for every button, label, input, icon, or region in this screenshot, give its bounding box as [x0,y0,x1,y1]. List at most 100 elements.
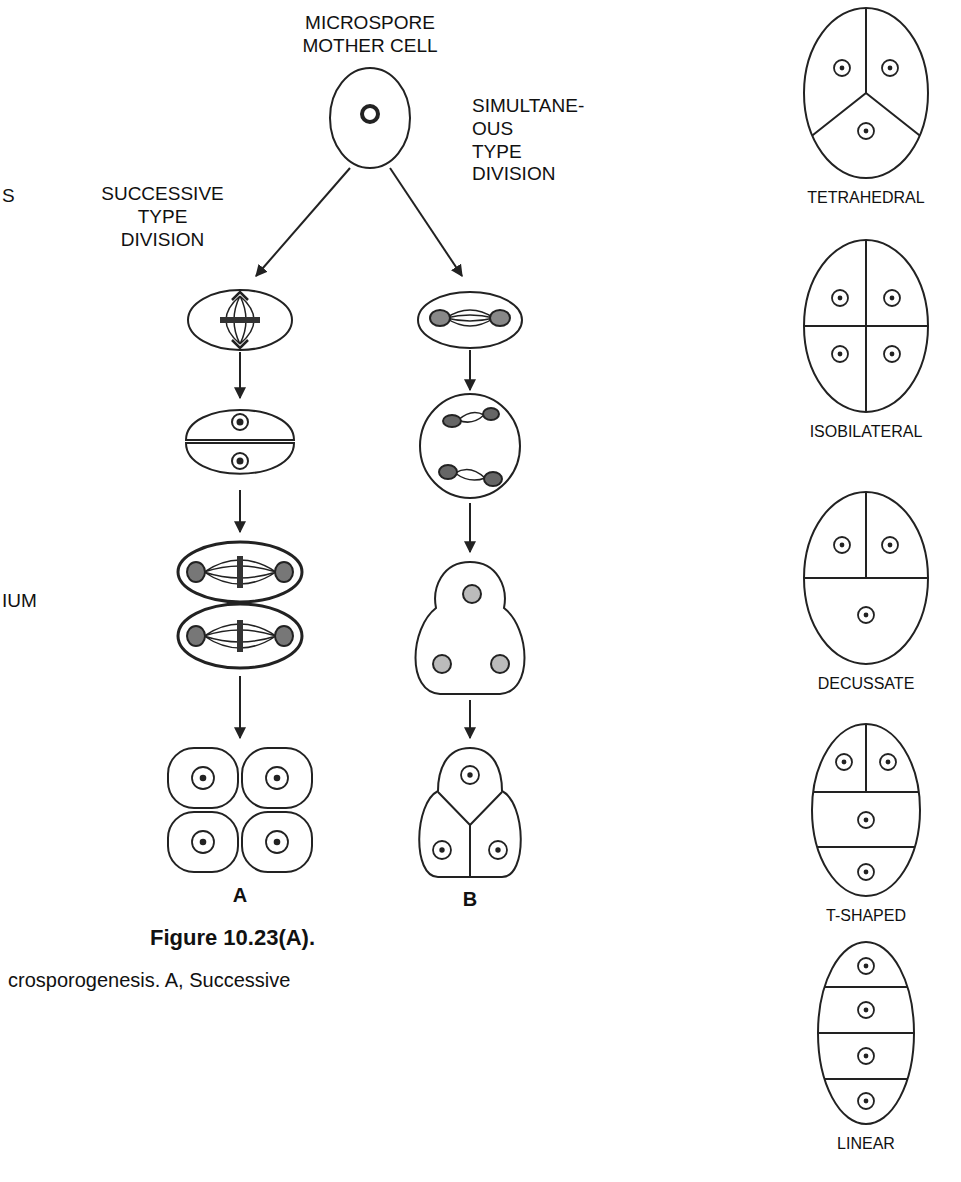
nucleolus [864,964,869,969]
nucleolus [864,818,869,823]
dyad-dividing-part [178,542,302,602]
nucleus [433,841,451,859]
tetrad-drawing [419,748,521,877]
nucleus [362,106,378,122]
nucleolus [864,1099,869,1104]
cell-outline [804,240,928,412]
label-group: DECUSSATE [786,674,946,693]
dyad-dividing-part [275,626,293,646]
cell-outline [804,492,928,664]
dividing-cell-b2-part [443,415,461,427]
figure-label: MICROSPORE MOTHER CELL [295,12,445,58]
dyad-cells-part [238,459,243,464]
nucleus [858,958,874,974]
figure-label: LINEAR [791,1134,941,1153]
nucleus [858,864,874,880]
nucleolus [890,352,895,357]
cell-wall [813,724,919,847]
nucleus [266,831,288,853]
tetrad-shape [410,745,530,879]
tetrad-type: DECUSSATE [786,490,946,693]
cell-outline [168,812,238,872]
cell-wall [804,240,928,412]
nucleus [858,1048,874,1064]
nucleus [834,60,850,76]
nucleolus [274,839,281,846]
figure-label: B [395,887,545,911]
nucleus [882,60,898,76]
cell-outline [242,812,312,872]
dividing-cell-b2-part [484,472,502,486]
nucleus [858,607,874,623]
dividing-cell-a1-part [220,317,260,323]
dividing-cell-b2 [420,394,520,498]
nucleolus [888,66,893,71]
nucleus [489,841,507,859]
dividing-cell-a1-part [232,292,248,348]
tetrad-type-drawing [818,942,914,1124]
figure-caption: Figure 10.23(A). [150,925,410,951]
dyad-dividing-part [275,562,293,582]
figure-label: A [165,883,315,907]
nucleolus [274,775,281,782]
tetrad-type: LINEAR [786,940,946,1153]
label-group: A [160,883,320,907]
four-nucleate-cell-part [433,655,451,673]
cell-outline [804,8,928,178]
tetrad-type-drawing [804,240,928,412]
nucleus [884,346,900,362]
arrows-part [390,168,462,276]
arrows-part [239,490,241,532]
dyad-dividing-part [178,604,302,668]
dyad-cells-part [238,420,243,425]
dyad-cells-part [232,453,248,469]
cell-wall [812,8,919,136]
nucleolus [200,839,207,846]
tetrad-type-shape [810,722,922,898]
tetrad-type-shape [802,6,930,180]
nucleus [858,812,874,828]
nucleolus [840,543,845,548]
cell-outline [168,748,238,808]
cell-wall [438,792,502,877]
dividing-cell-a1-part [188,290,292,350]
tetrad-type-shape [816,940,916,1126]
dyad-dividing [178,542,302,668]
cell-outline [242,748,312,808]
dividing-cell-b1 [418,292,522,348]
tetrad-type-drawing [804,492,928,664]
cell-wall [818,987,914,1079]
nucleus [266,767,288,789]
nucleolus [864,613,869,618]
nucleolus [495,847,500,852]
four-nucleate-cell-part [416,562,525,694]
tetrad-type: T-SHAPED [786,722,946,925]
tetrad-type-drawing [812,724,920,896]
dividing-cell-b2-part [420,394,520,498]
tetrad-type-shape [802,238,930,414]
nucleolus [864,1008,869,1013]
label-group: T-SHAPED [786,906,946,925]
nucleus [834,537,850,553]
figure-label: DECUSSATE [791,674,941,693]
fragment-text: S [2,185,32,208]
tetrad: A [160,745,320,907]
dividing-cell-b1-part [490,310,510,326]
nucleolus [842,760,847,765]
dyad-cells-part [186,443,294,474]
dividing-cell-a1 [188,290,292,350]
caption-fragment: crosporogenesis. A, Successive [8,968,368,992]
nucleus [832,346,848,362]
cell-outline [812,724,920,896]
division-type-label: SIMULTANE- OUS TYPE DIVISION [472,95,622,186]
tetrad-drawing [168,748,312,872]
label-group: TETRAHEDRAL [786,188,946,207]
nucleolus [890,296,895,301]
dyad-dividing-part [187,626,205,646]
nucleolus [467,772,472,777]
fragment-text: IUM [2,590,62,613]
dividing-cell-b2-part [483,408,499,420]
nucleolus [439,847,444,852]
dividing-cell-b1-part [446,310,494,326]
four-nucleate-cell-part [463,585,481,603]
